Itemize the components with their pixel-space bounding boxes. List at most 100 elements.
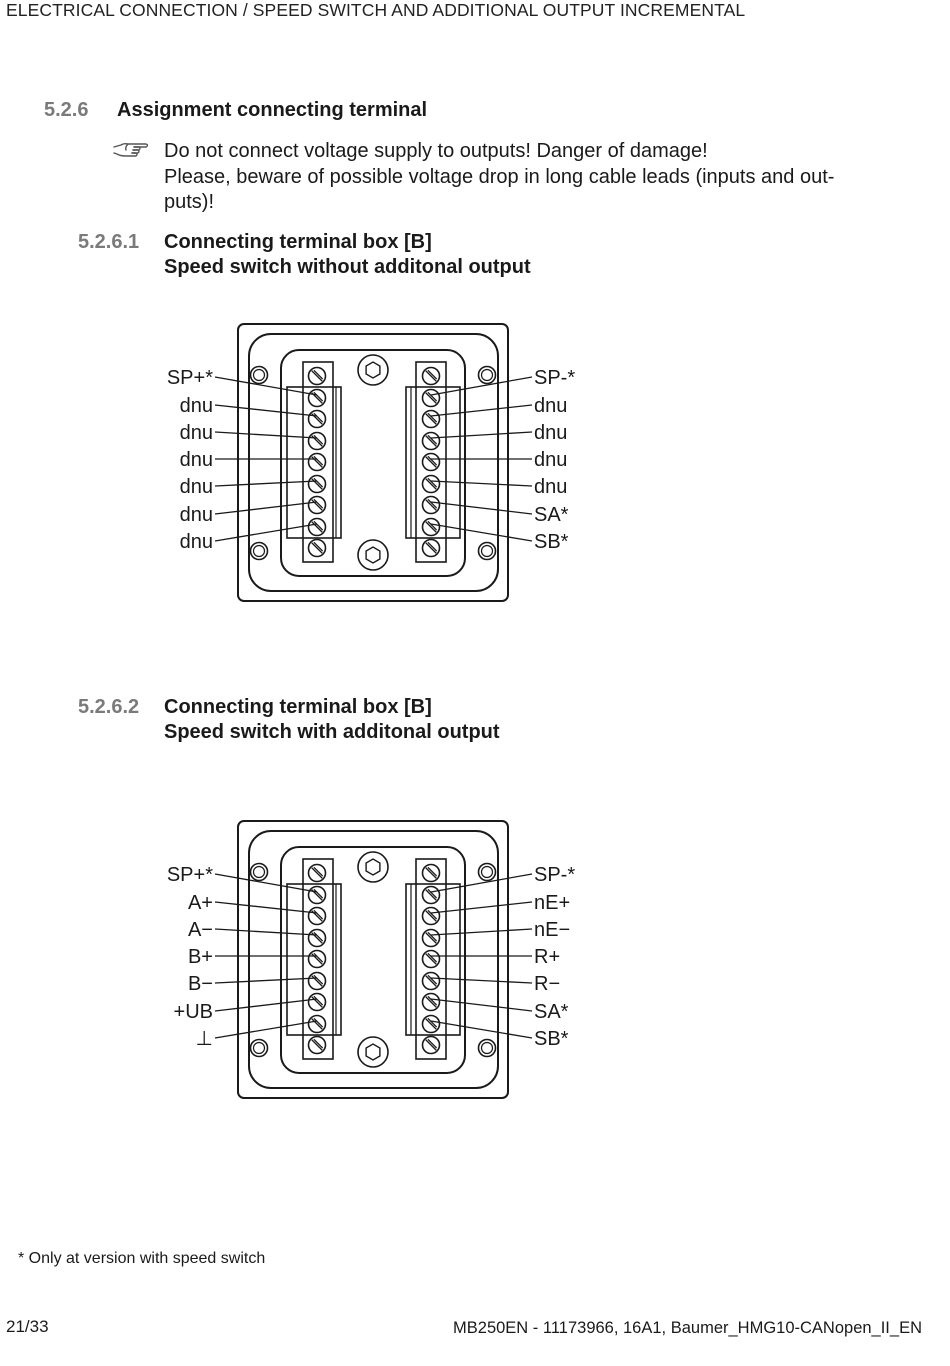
leader-line-right: [430, 431, 533, 439]
leader-line-right: [430, 376, 533, 396]
terminal-screw: [307, 495, 327, 515]
terminal-screw: [307, 992, 327, 1012]
footnote: * Only at version with speed switch: [18, 1250, 266, 1267]
terminal-screw: [421, 452, 441, 472]
leader-line-right: [430, 901, 533, 914]
right-terminal-strip: [415, 361, 447, 563]
terminal-label-left: SP+*: [167, 367, 213, 389]
terminal-label-right: nE−: [534, 919, 570, 941]
leader-line-right: [430, 480, 533, 487]
hex-bolt: [357, 1036, 389, 1068]
terminal-label-left: B−: [188, 973, 213, 995]
terminal-screw: [421, 992, 441, 1012]
leader-line-left: [214, 376, 318, 396]
left-terminal-strip: [302, 361, 334, 563]
leader-line-left: [214, 480, 318, 487]
page-header: ELECTRICAL CONNECTION / SPEED SWITCH AND…: [6, 0, 746, 20]
mounting-hole: [249, 862, 269, 882]
left-terminal-block: [286, 883, 342, 1036]
mounting-hole: [477, 365, 497, 385]
terminal-label-left: SP+*: [167, 864, 213, 886]
note-line: Do not connect voltage supply to outputs…: [164, 140, 708, 162]
terminal-label-right: dnu: [534, 395, 567, 417]
terminal-label-right: SA*: [534, 1001, 569, 1023]
terminal-screw: [307, 1014, 327, 1034]
leader-line-right: [430, 977, 533, 984]
terminal-label-right: R−: [534, 973, 560, 995]
right-terminal-block: [405, 883, 461, 1036]
leader-line-right: [430, 998, 533, 1012]
terminal-screw: [307, 906, 327, 926]
leader-line-right: [430, 1020, 533, 1039]
terminal-screw: [421, 1035, 441, 1055]
terminal-label-left: A−: [188, 919, 213, 941]
terminal-screw: [307, 366, 327, 386]
leader-line-right: [430, 404, 533, 417]
terminal-label-right: SP-*: [534, 864, 575, 886]
leader-line-left: [214, 431, 318, 439]
hex-bolt: [357, 851, 389, 883]
terminal-screw: [307, 885, 327, 905]
terminal-compartment: [280, 846, 466, 1074]
terminal-label-left: dnu: [180, 504, 213, 526]
terminal-screw: [421, 863, 441, 883]
terminal-label-left: +UB: [174, 1001, 213, 1023]
terminal-label-left: dnu: [180, 422, 213, 444]
terminal-screw: [421, 517, 441, 537]
leader-line-left: [214, 901, 318, 914]
terminal-label-left: dnu: [180, 531, 213, 553]
terminal-screw: [307, 949, 327, 969]
section-title: Assignment connecting terminal: [117, 99, 428, 121]
warning-note: Do not connect voltage supply to outputs…: [164, 139, 834, 216]
terminal-screw: [421, 906, 441, 926]
terminal-label-left: A+: [188, 892, 213, 914]
terminal-screw: [421, 474, 441, 494]
hex-bolt: [357, 539, 389, 571]
right-terminal-block: [405, 386, 461, 539]
terminal-label-right: dnu: [534, 449, 567, 471]
mounting-hole: [249, 1038, 269, 1058]
terminal-screw: [307, 452, 327, 472]
mounting-hole: [477, 541, 497, 561]
terminal-box-diagram: SP+*A+A−B+B−+UB⊥SP-*nE+nE−R+R−SA*SB*: [167, 820, 575, 1099]
mounting-hole: [477, 862, 497, 882]
terminal-compartment: [280, 349, 466, 577]
terminal-label-right: SA*: [534, 504, 569, 526]
hex-bolt: [357, 354, 389, 386]
note-line: puts)!: [164, 191, 215, 213]
left-terminal-strip: [302, 858, 334, 1060]
terminal-screw: [421, 495, 441, 515]
terminal-label-right: SB*: [534, 531, 569, 553]
housing-inner-outline: [248, 830, 499, 1089]
terminal-screw: [307, 928, 327, 948]
terminal-screw: [307, 409, 327, 429]
section-number: 5.2.6: [44, 99, 89, 121]
terminal-screw: [421, 388, 441, 408]
terminal-screw: [421, 431, 441, 451]
terminal-box-diagram: SP+*dnudnudnudnudnudnuSP-*dnudnudnudnuSA…: [167, 323, 575, 602]
right-terminal-strip: [415, 858, 447, 1060]
terminal-screw: [307, 517, 327, 537]
subsection-number: 5.2.6.1: [78, 231, 140, 253]
terminal-screw: [421, 885, 441, 905]
mounting-hole: [249, 365, 269, 385]
terminal-label-right: SB*: [534, 1028, 569, 1050]
page-number: 21/33: [6, 1317, 49, 1336]
pointing-hand-icon: [113, 142, 149, 157]
terminal-screw: [421, 409, 441, 429]
terminal-screw: [307, 971, 327, 991]
terminal-label-right: dnu: [534, 476, 567, 498]
terminal-screw: [421, 971, 441, 991]
subsection-title: Connecting terminal box [B]: [164, 231, 432, 253]
leader-line-left: [214, 928, 318, 936]
subsection-number: 5.2.6.2: [78, 696, 140, 718]
leader-line-left: [214, 523, 318, 542]
leader-line-right: [430, 523, 533, 542]
note-line: Please, beware of possible voltage drop …: [164, 165, 835, 188]
terminal-label-left: ⊥: [196, 1028, 213, 1050]
subsection-subtitle: Speed switch without additonal output: [164, 256, 531, 278]
terminal-label-left: dnu: [180, 449, 213, 471]
leader-line-left: [214, 998, 318, 1012]
subsection-title: Connecting terminal box [B]: [164, 696, 432, 718]
leader-line-right: [430, 501, 533, 515]
